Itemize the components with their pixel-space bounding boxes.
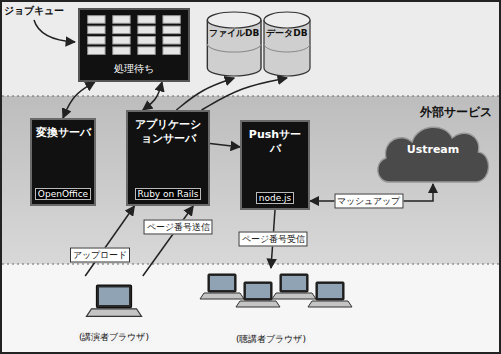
queued-job xyxy=(138,36,155,44)
edge-label: ページ番号送信 xyxy=(144,220,213,235)
queued-job xyxy=(88,36,105,44)
queued-job xyxy=(163,16,180,24)
edge-label: マッシュアップ xyxy=(334,194,403,209)
top-band xyxy=(0,0,501,96)
connector-arrow xyxy=(85,206,134,276)
queued-job xyxy=(138,47,155,55)
node-subtitle: Ruby on Rails xyxy=(135,188,202,200)
external-cloud: 外部サービス Ustream xyxy=(372,104,494,184)
queued-job xyxy=(88,26,105,34)
server-box: アプリケーションサーバ Ruby on Rails xyxy=(126,110,210,206)
laptop-display xyxy=(246,284,270,298)
cylinder-top xyxy=(264,12,310,28)
laptop-keyboard xyxy=(200,293,244,299)
node-title: (聴講者ブラウザ) xyxy=(234,333,308,346)
laptop-display xyxy=(318,284,342,298)
node-title: アプリケーションサーバ xyxy=(131,118,205,146)
connector-arrow xyxy=(210,144,240,147)
queued-job xyxy=(88,16,105,24)
queued-job xyxy=(163,47,180,55)
laptop-keyboard xyxy=(272,293,316,299)
server-box: Pushサーバ node.js xyxy=(240,120,310,210)
database-graphic xyxy=(262,10,312,78)
queued-job xyxy=(113,47,130,55)
connector-arrow xyxy=(143,206,193,276)
database-graphic xyxy=(205,10,263,78)
browser-laptop: (講演者ブラウザ) xyxy=(66,276,162,346)
laptop-display xyxy=(99,288,129,306)
node-subtitle: Ustream xyxy=(407,143,460,156)
node-title: 外部サービス xyxy=(420,104,492,121)
graphic-part xyxy=(87,285,142,316)
node-title: (講演者ブラウザ) xyxy=(77,331,151,344)
laptop-screen xyxy=(280,274,308,292)
node-subtitle: node.js xyxy=(256,192,295,204)
cylinder-body xyxy=(264,20,310,76)
node-title: 処理待ち xyxy=(111,62,157,76)
node-title: ファイルDB xyxy=(209,27,259,40)
cylinder-top xyxy=(207,12,261,28)
queued-job xyxy=(88,47,105,55)
edge-label: ページ番号受信 xyxy=(239,232,308,247)
laptop-display xyxy=(282,276,306,290)
node-subtitle: OpenOffice xyxy=(35,188,91,200)
laptop-keyboard xyxy=(87,309,142,317)
cloud-shape xyxy=(378,127,489,182)
connector-arrow xyxy=(143,82,162,110)
queued-job xyxy=(138,16,155,24)
laptop-screen xyxy=(208,274,236,292)
band-divider xyxy=(2,264,499,265)
cylinder-ring xyxy=(207,44,261,52)
browser-laptops: (聴講者ブラウザ) xyxy=(196,268,346,348)
connector-arrow xyxy=(63,82,95,118)
job-queue-box: 処理待ち xyxy=(78,8,190,82)
database-cylinder: データDB xyxy=(262,10,312,78)
edge-label: アップロード xyxy=(70,248,130,263)
laptop-screen xyxy=(316,282,344,300)
database-cylinder: ファイルDB xyxy=(205,10,263,78)
leader-line xyxy=(34,20,75,42)
cylinder-ring xyxy=(264,44,310,52)
node-title: データDB xyxy=(266,27,307,40)
connector-arrow xyxy=(176,78,234,110)
queued-job xyxy=(163,36,180,44)
queued-job xyxy=(113,36,130,44)
queued-job xyxy=(138,26,155,34)
client-band xyxy=(0,264,501,354)
laptop-screen xyxy=(244,282,272,300)
node-title: 変換サーバ xyxy=(36,126,91,140)
server-box: 変換サーバ OpenOffice xyxy=(30,118,96,206)
queued-job xyxy=(113,26,130,34)
laptop-display xyxy=(210,276,234,290)
laptop-keyboard xyxy=(236,301,280,307)
node-title: Pushサーバ xyxy=(245,128,305,156)
cylinder-body xyxy=(207,20,261,76)
connector-arrow xyxy=(202,78,287,110)
laptop-keyboard xyxy=(308,301,352,307)
queued-job xyxy=(113,16,130,24)
part-label: ジョブキュー xyxy=(4,4,64,18)
server-band xyxy=(0,96,501,264)
queued-job xyxy=(163,26,180,34)
laptop-screen xyxy=(97,285,132,308)
